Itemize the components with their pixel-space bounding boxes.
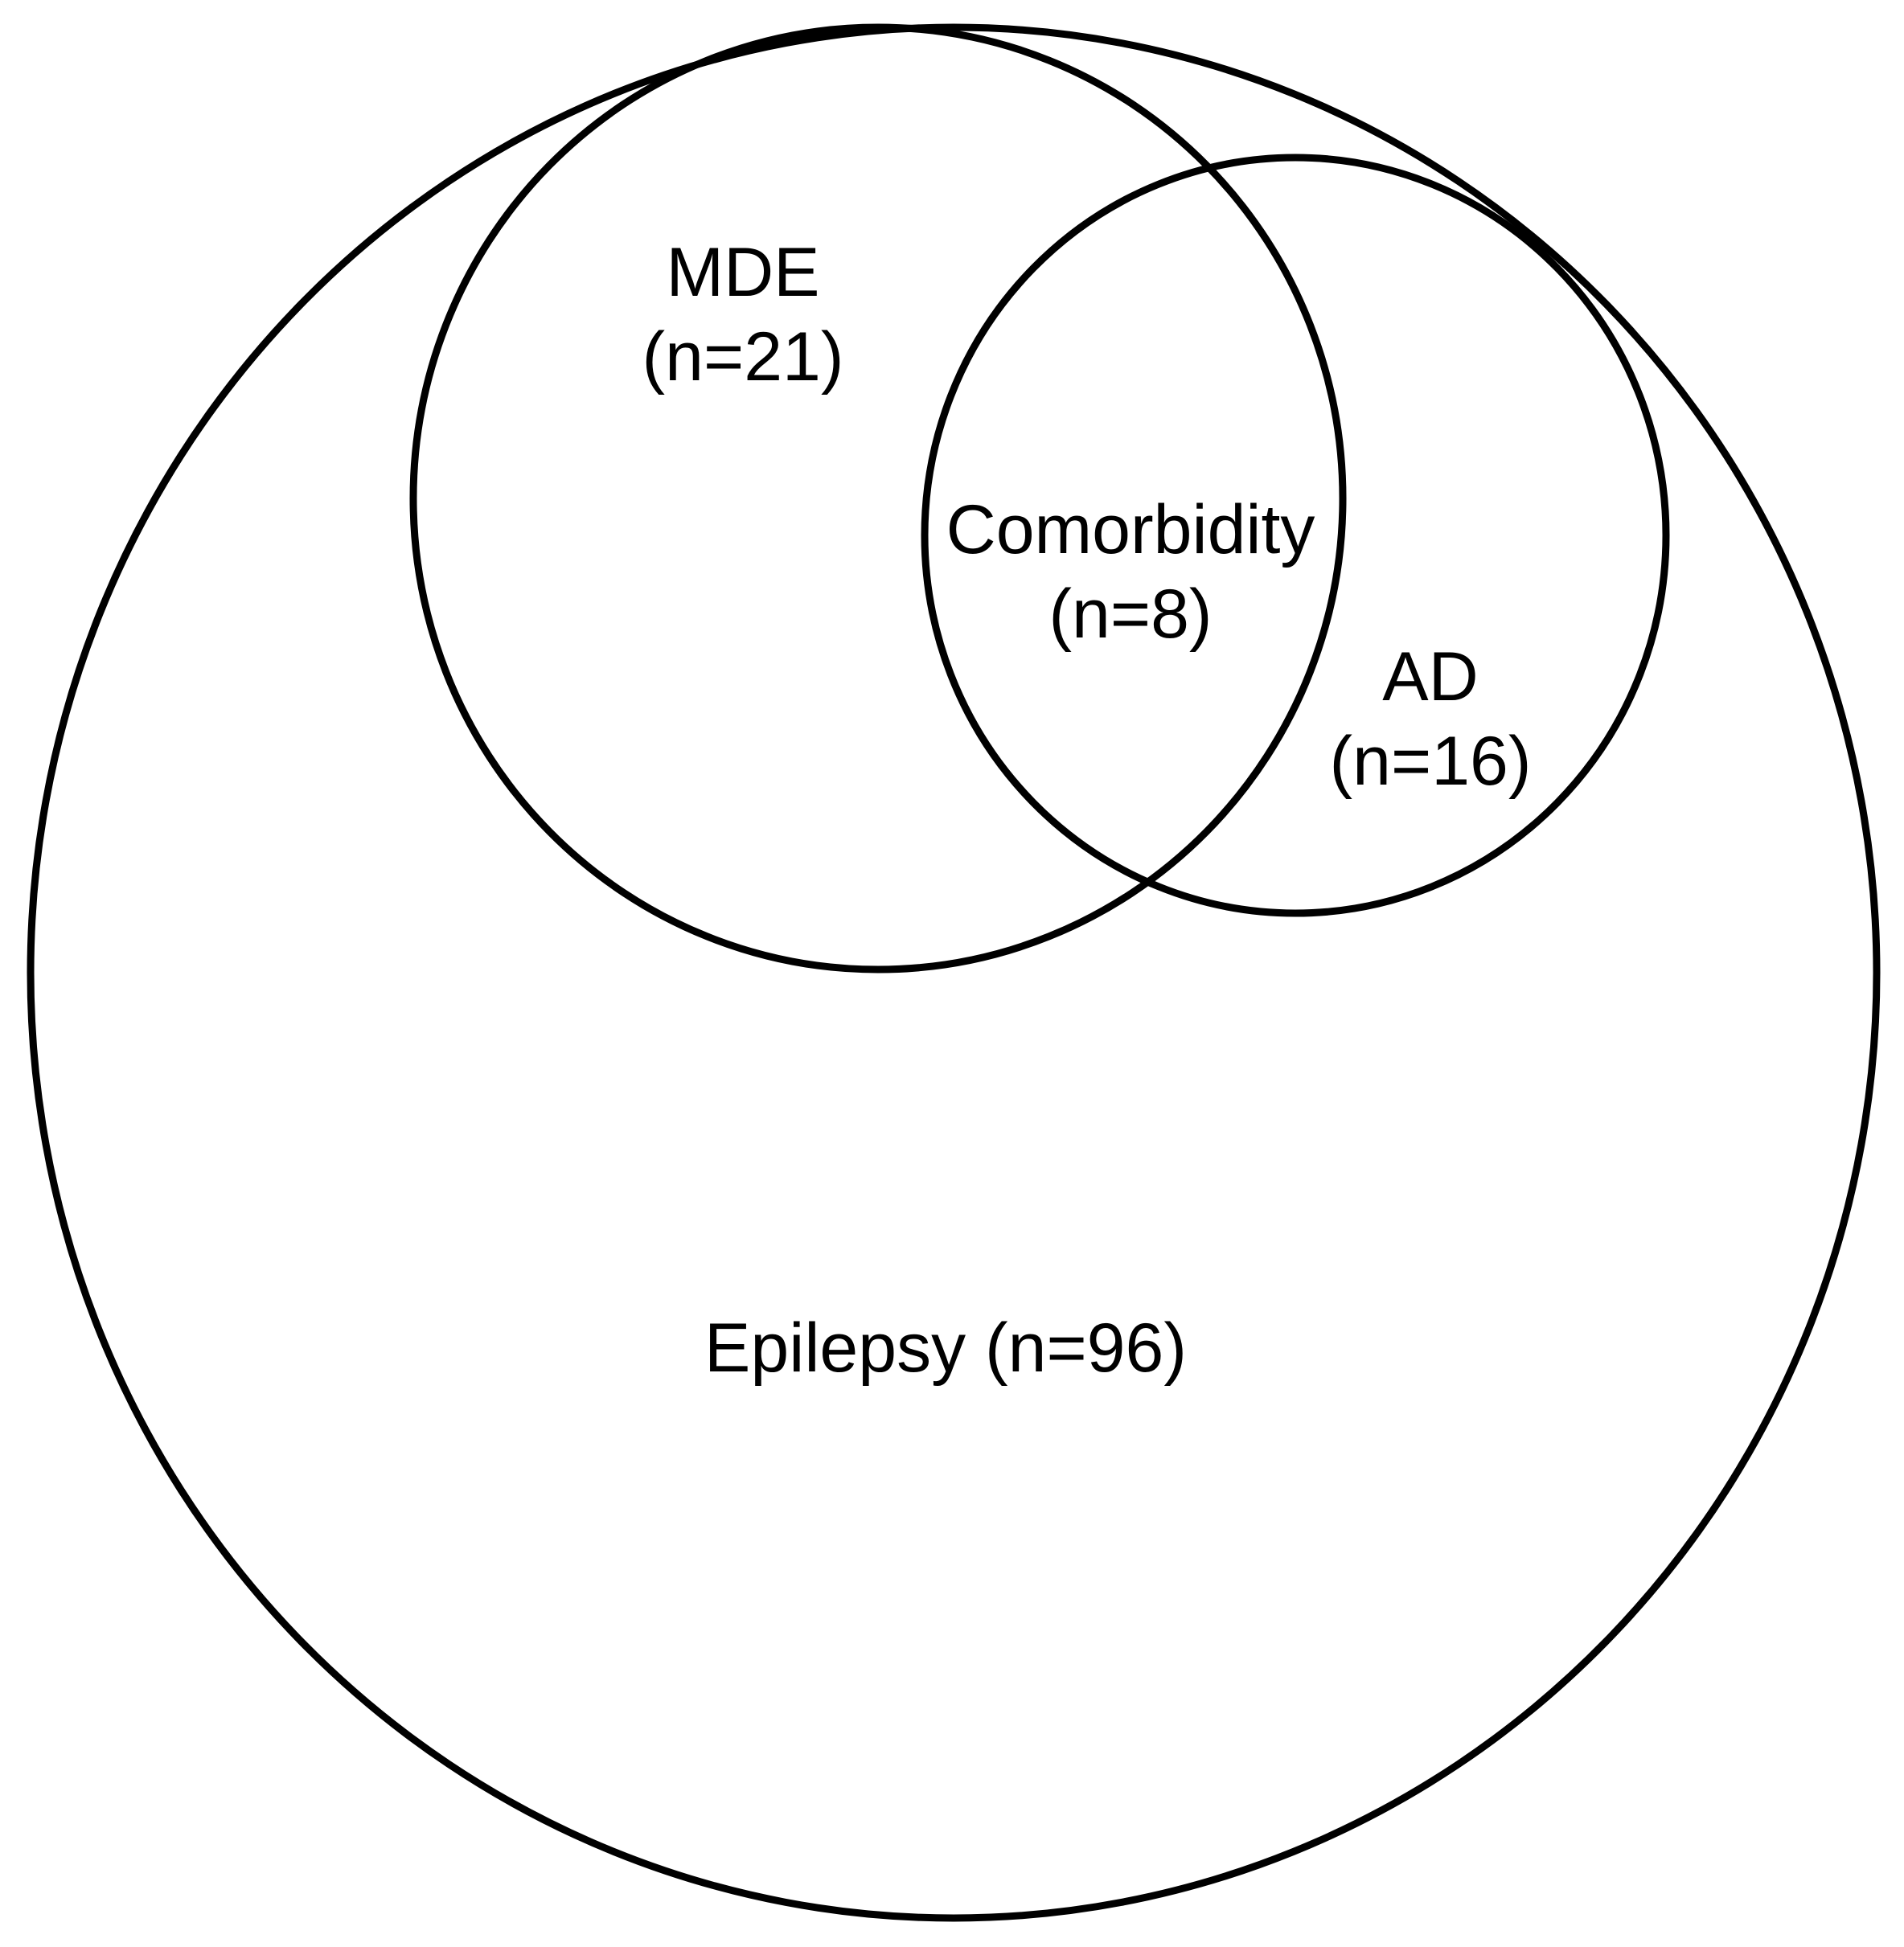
epilepsy-circle xyxy=(27,23,1881,1922)
mde-label: MDE xyxy=(666,234,819,311)
comorbidity-label: Comorbidity xyxy=(946,491,1315,568)
ad-circle xyxy=(921,154,1670,917)
comorbidity-count: (n=8) xyxy=(1048,576,1212,653)
mde-count: (n=21) xyxy=(642,318,844,396)
mde-circle xyxy=(409,23,1347,974)
ad-label: AD xyxy=(1382,638,1478,715)
epilepsy-label: Epilepsy (n=96) xyxy=(704,1310,1187,1387)
ad-count: (n=16) xyxy=(1330,723,1532,800)
